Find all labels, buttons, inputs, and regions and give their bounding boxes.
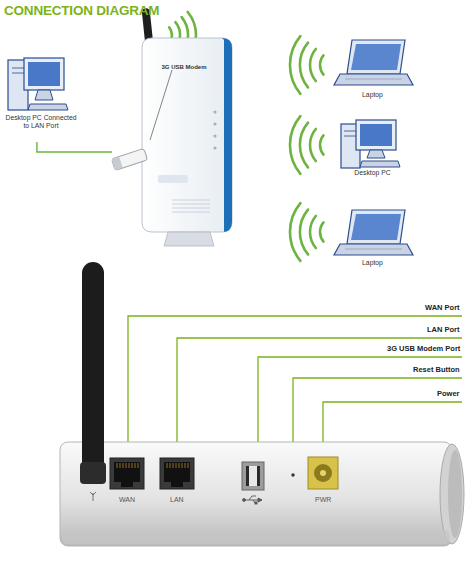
node-label: Laptop bbox=[330, 91, 415, 99]
device-node: Desktop PC Connected to LAN Port bbox=[0, 52, 82, 142]
node-label: 3G USB Modem bbox=[154, 64, 214, 71]
desktop-pc-icon bbox=[341, 120, 400, 168]
port-label: PWR bbox=[315, 496, 331, 504]
wifi-waves bbox=[290, 203, 324, 261]
router-illustration bbox=[112, 8, 232, 246]
wifi-waves bbox=[290, 36, 324, 94]
wifi-waves bbox=[290, 116, 324, 174]
lan-cable bbox=[37, 142, 112, 152]
callout-label: LAN Port bbox=[427, 326, 460, 334]
device-node: Laptop bbox=[330, 36, 415, 102]
diagram-title: CONNECTION DIAGRAM bbox=[4, 3, 159, 18]
callout-label: WAN Port bbox=[425, 304, 460, 312]
device-node: Desktop PC bbox=[330, 116, 415, 180]
router-node: 3G USB Modem bbox=[112, 8, 240, 248]
node-label: Desktop PC Connected to LAN Port bbox=[3, 114, 79, 130]
port-label: WAN bbox=[119, 496, 135, 504]
node-label: Laptop bbox=[330, 259, 415, 267]
port-label: LAN bbox=[170, 496, 184, 504]
node-label: Desktop PC bbox=[330, 169, 415, 177]
callout-label: Reset Button bbox=[413, 366, 460, 374]
router-rear-panel bbox=[60, 262, 464, 546]
callout-label: Power bbox=[437, 390, 460, 398]
callout-label: 3G USB Modem Port bbox=[387, 345, 460, 353]
laptop-icon bbox=[334, 210, 413, 255]
desktop-pc-icon bbox=[8, 58, 68, 110]
laptop-icon bbox=[334, 40, 413, 85]
device-node: Laptop bbox=[330, 204, 415, 270]
